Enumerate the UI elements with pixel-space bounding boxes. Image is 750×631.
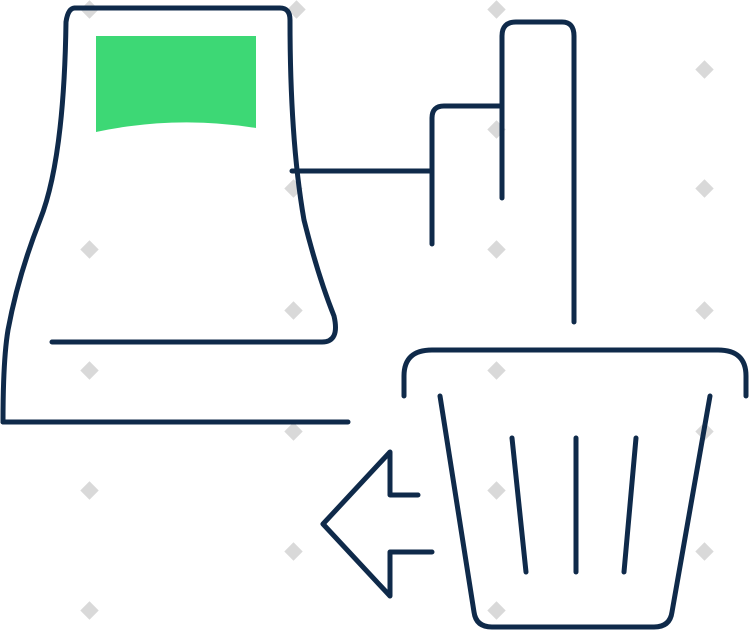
tower-window xyxy=(96,36,256,132)
watermark-diamond xyxy=(287,0,306,19)
watermark-diamond xyxy=(695,542,714,561)
watermark-diamond xyxy=(284,542,303,561)
arrow-outline xyxy=(320,449,435,599)
watermark-diamond xyxy=(487,240,506,259)
watermark-diamond xyxy=(80,601,99,620)
watermark-diamond xyxy=(80,240,99,259)
watermark-diamond xyxy=(487,0,506,19)
steam-pipe-icon xyxy=(289,19,577,325)
pipe-short-riser xyxy=(429,103,505,247)
watermark-diamond xyxy=(284,422,303,441)
watermark-diamond xyxy=(487,481,506,500)
watermark-diamond xyxy=(487,361,506,380)
watermark-diamond xyxy=(80,481,99,500)
watermark-diamond xyxy=(487,601,506,620)
watermark-diamond xyxy=(80,361,99,380)
tower-right-edge xyxy=(49,5,338,345)
cooling-tower-icon xyxy=(0,5,351,425)
watermark-pattern xyxy=(80,0,714,620)
watermark-diamond xyxy=(284,301,303,320)
watermark-diamond xyxy=(695,60,714,79)
basket-rim xyxy=(401,347,749,399)
watermark-diamond xyxy=(695,301,714,320)
pipe-tall-riser xyxy=(499,19,577,325)
basket-body xyxy=(437,393,713,630)
watermark-diamond xyxy=(695,179,714,198)
tower-outline xyxy=(0,5,78,425)
basket-slat-left xyxy=(509,435,529,575)
basket-slat-right xyxy=(621,435,639,575)
arrow-left-icon xyxy=(320,449,435,599)
basket-icon xyxy=(401,347,749,630)
